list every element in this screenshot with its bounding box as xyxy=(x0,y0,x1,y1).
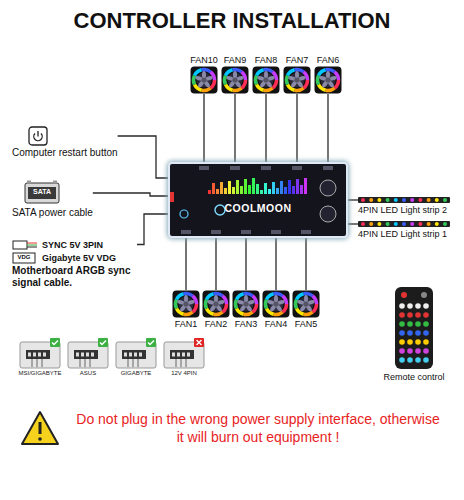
fan-label: FAN7 xyxy=(281,55,313,66)
fan-label: FAN4 xyxy=(260,319,292,330)
rgb-fan xyxy=(292,290,320,318)
cable-line xyxy=(348,223,358,224)
rgb-fan xyxy=(252,66,280,94)
header-type-label: GIGABYTE xyxy=(111,370,161,377)
led-strip-node: 4PIN LED Light strip 2 xyxy=(358,196,450,216)
controller-hub: COOLMOON xyxy=(168,162,348,238)
part-label: 4PIN LED Light strip 2 xyxy=(358,205,450,216)
fan-label: FAN10 xyxy=(188,55,220,66)
led-strip xyxy=(358,220,450,228)
fan-label: FAN8 xyxy=(250,55,282,66)
rgb-fan xyxy=(190,66,218,94)
sync-3pin-connector xyxy=(12,239,38,251)
cable-line xyxy=(215,238,216,290)
cable-line xyxy=(245,238,246,290)
cable-description: Motherboard ARGB sync signal cable. xyxy=(12,265,137,289)
fan-node: FAN7 xyxy=(281,55,313,94)
part-label: Remote control xyxy=(379,372,449,383)
fan-label: FAN1 xyxy=(170,319,202,330)
cable-line xyxy=(118,136,168,178)
fan-node: FAN6 xyxy=(312,55,344,94)
rgb-fan xyxy=(172,290,200,318)
restart-button-icon xyxy=(28,126,48,146)
sync-cable-node: SYNC 5V 3PIN Gigabyte 5V VDG Motherboard A… xyxy=(12,238,137,289)
remote-control-picture xyxy=(394,286,434,370)
part-label: Computer restart button xyxy=(12,147,118,159)
fan-label: FAN5 xyxy=(290,319,322,330)
connector-name: SYNC 5V 3PIN xyxy=(42,240,103,250)
cable-line xyxy=(185,238,186,290)
fan-node: FAN5 xyxy=(290,290,322,330)
header-type-label: 12V 4PIN xyxy=(159,370,209,377)
fan-node: FAN10 xyxy=(188,55,220,94)
cable-line xyxy=(275,238,276,290)
restart-button-node: Computer restart button xyxy=(12,126,118,159)
header-type-label: MSI/GIGABYTE xyxy=(15,370,65,377)
cable-line xyxy=(296,94,297,162)
cable-line xyxy=(265,94,266,162)
connector-marking: SATA xyxy=(28,188,56,196)
sync-row: Gigabyte 5V VDG xyxy=(12,251,137,264)
header-connector-picture xyxy=(164,338,204,368)
controller-board xyxy=(170,164,346,236)
led-strip xyxy=(358,196,450,204)
fan-node: FAN3 xyxy=(230,290,262,330)
cable-line xyxy=(348,199,358,200)
sync-row: SYNC 5V 3PIN xyxy=(12,238,137,251)
rgb-fan xyxy=(232,290,260,318)
warning-note: Do not plug in the wrong power supply in… xyxy=(72,410,444,446)
rgb-fan xyxy=(314,66,342,94)
header-type-label: ASUS xyxy=(63,370,113,377)
part-label: 4PIN LED Light strip 1 xyxy=(358,229,450,240)
header-connector-picture xyxy=(116,338,156,368)
cable-line xyxy=(327,94,328,162)
cable-line xyxy=(93,193,168,196)
fan-label: FAN6 xyxy=(312,55,344,66)
rgb-fan xyxy=(283,66,311,94)
fan-label: FAN9 xyxy=(219,55,251,66)
fan-node: FAN4 xyxy=(260,290,292,330)
diagram-title: CONTROLLER INSTALLATION xyxy=(0,8,464,34)
part-label: SATA power cable xyxy=(12,207,93,219)
cable-line xyxy=(234,94,235,162)
fan-node: FAN1 xyxy=(170,290,202,330)
rgb-fan xyxy=(202,290,230,318)
fan-label: FAN3 xyxy=(230,319,262,330)
fan-node: FAN9 xyxy=(219,55,251,94)
fan-label: FAN2 xyxy=(200,319,232,330)
rgb-fan xyxy=(262,290,290,318)
fan-node: FAN8 xyxy=(250,55,282,94)
connector-name: Gigabyte 5V VDG xyxy=(42,253,116,263)
cable-line xyxy=(305,238,306,290)
cable-line xyxy=(203,94,204,162)
fan-node: FAN2 xyxy=(200,290,232,330)
sata-cable-node: SATA power cable xyxy=(12,180,93,219)
rgb-fan xyxy=(221,66,249,94)
warning-triangle xyxy=(22,412,58,444)
cable-line xyxy=(137,214,168,245)
brand-name: COOLMOON xyxy=(225,202,292,214)
header-connector-picture xyxy=(20,338,60,368)
connector-marking: VDG xyxy=(13,254,35,261)
led-strip-node: 4PIN LED Light strip 1 xyxy=(358,220,450,240)
remote-control-node: Remote control xyxy=(379,286,449,383)
header-connector-picture xyxy=(68,338,108,368)
